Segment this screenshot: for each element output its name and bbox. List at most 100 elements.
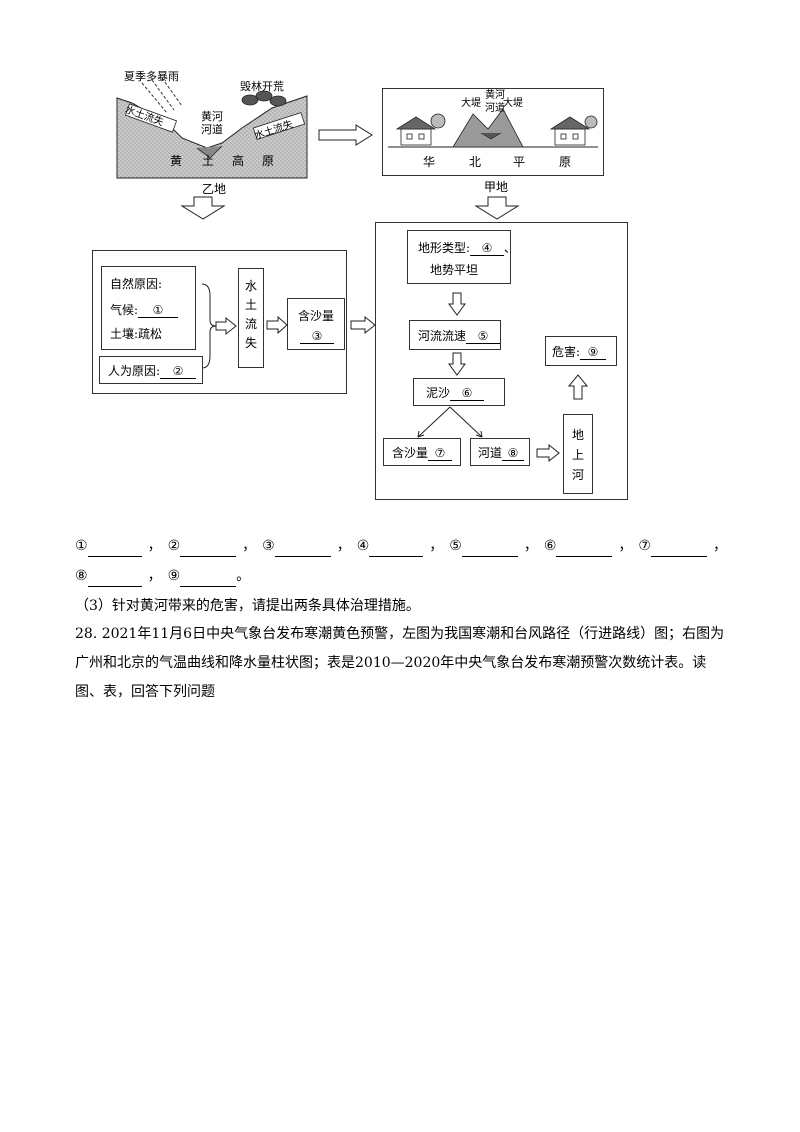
arrow-right-icon: [318, 124, 374, 146]
climate-label: 气候:: [110, 303, 138, 317]
jia-caption: 甲地: [484, 180, 508, 194]
separator: ，: [618, 538, 632, 554]
arrow-right-icon: [350, 316, 376, 334]
terrain-box: 地形类型:④、 地势平坦: [407, 230, 511, 284]
terrain-line: 地形类型:④、: [418, 241, 516, 256]
mud-blank: ⑥: [450, 386, 484, 401]
natural-title: 自然原因:: [110, 277, 162, 291]
separator: ，: [713, 538, 727, 554]
answer-line-1: ① ，② ，③ ，④ ，⑤ ，⑥ ，⑦ ，: [75, 536, 727, 557]
answer-6-field[interactable]: [556, 536, 612, 557]
end-mark: 。: [236, 568, 250, 584]
flower-label: 毁林开荒: [240, 80, 284, 94]
answer-line-2: ⑧ ，⑨ 。: [75, 566, 250, 587]
answer-5-field[interactable]: [462, 536, 518, 557]
sediment-box: 含沙量 ③: [287, 298, 345, 350]
content-label: 含沙量: [392, 446, 428, 460]
speed-label: 河流流速: [418, 329, 466, 343]
plateau-char-2: 土: [202, 154, 214, 168]
rain-label: 夏季多暴雨: [124, 70, 179, 84]
sediment-blank: ③: [300, 329, 334, 344]
channel-label: 河道: [478, 446, 502, 460]
channel-blank: ⑧: [502, 446, 524, 461]
jia-diagram: 大堤 黄河 河道 大堤 华 北 平 原: [382, 88, 604, 176]
terrain-blank: ④: [470, 241, 504, 256]
human-blank: ②: [160, 364, 196, 379]
terrain-suffix: 、: [504, 241, 516, 255]
hazard-blank: ⑨: [580, 345, 606, 360]
terrain-line2: 地势平坦: [430, 263, 478, 277]
hazard-box: 危害:⑨: [545, 336, 617, 366]
answer-1-marker: ①: [75, 538, 88, 554]
answer-3-field[interactable]: [275, 536, 331, 557]
yi-caption: 乙地: [202, 182, 226, 196]
arrow-down-icon: [448, 292, 466, 316]
jia-river-label-1: 黄河: [485, 89, 505, 103]
separator: ，: [429, 538, 443, 554]
climate-blank: ①: [138, 303, 178, 318]
plateau-char-4: 原: [262, 154, 274, 168]
answer-1-field[interactable]: [88, 536, 142, 557]
branch-arrows: [400, 406, 500, 440]
answer-2-field[interactable]: [180, 536, 236, 557]
answer-7-field[interactable]: [651, 536, 707, 557]
climate-line: 气候:①: [110, 303, 178, 318]
separator: ，: [337, 538, 351, 554]
question-3: （3）针对黄河带来的危害，请提出两条具体治理措施。: [75, 592, 725, 621]
sediment-blank-line: ③: [300, 329, 334, 344]
human-label: 人为原因:: [108, 364, 160, 378]
speed-blank: ⑤: [466, 329, 500, 344]
hazard-label: 危害:: [552, 345, 580, 359]
terrain-label: 地形类型:: [418, 241, 470, 255]
separator: ，: [242, 538, 256, 554]
content-blank: ⑦: [428, 446, 452, 461]
human-line: 人为原因:②: [108, 364, 196, 379]
arrow-down-icon: [474, 196, 520, 220]
levee-right-label: 大堤: [503, 97, 523, 111]
answer-2-marker: ②: [168, 538, 181, 554]
jia-river-label-2: 河道: [485, 102, 505, 116]
mud-label: 泥沙: [426, 386, 450, 400]
soil-loss-label: 水土流失: [244, 277, 258, 353]
arrow-up-icon: [568, 374, 588, 400]
arrow-down-icon: [448, 352, 466, 376]
plain-char-3: 平: [513, 155, 525, 169]
sediment-label: 含沙量: [298, 309, 334, 323]
answer-9-field[interactable]: [180, 566, 236, 587]
answer-6-marker: ⑥: [544, 538, 557, 554]
arrow-right-icon: [536, 444, 560, 462]
levee-left-label: 大堤: [461, 97, 481, 111]
answer-8-marker: ⑧: [75, 568, 88, 584]
yi-river-label-2: 河道: [201, 123, 223, 137]
above-river-box: 地上河: [563, 414, 593, 494]
arrow-down-icon: [180, 196, 226, 220]
soil-loss-box: 水土流失: [238, 268, 264, 368]
answer-7-marker: ⑦: [638, 538, 651, 554]
separator: ，: [148, 538, 162, 554]
hazard-line: 危害:⑨: [552, 345, 606, 360]
separator: ，: [148, 568, 162, 584]
answer-4-field[interactable]: [369, 536, 423, 557]
yi-river-label-1: 黄河: [201, 110, 223, 124]
plain-char-1: 华: [423, 155, 435, 169]
answer-5-marker: ⑤: [449, 538, 462, 554]
yi-diagram: 夏季多暴雨 毁林开荒 黄河 河道 水土流失 水土流失 黄 土 高 原: [112, 68, 312, 180]
plateau-char-3: 高: [232, 154, 244, 168]
separator: ，: [524, 538, 538, 554]
bracket-connector: [200, 282, 240, 372]
above-river-label: 地上河: [571, 425, 585, 485]
answer-8-field[interactable]: [88, 566, 142, 587]
answer-4-marker: ④: [357, 538, 370, 554]
plateau-char-1: 黄: [170, 154, 182, 168]
arrow-right-icon: [266, 316, 288, 334]
natural-causes-box: 自然原因: 气候:① 土壤:疏松: [101, 266, 196, 350]
human-causes-box: 人为原因:②: [99, 356, 203, 384]
soil-line: 土壤:疏松: [110, 327, 162, 341]
